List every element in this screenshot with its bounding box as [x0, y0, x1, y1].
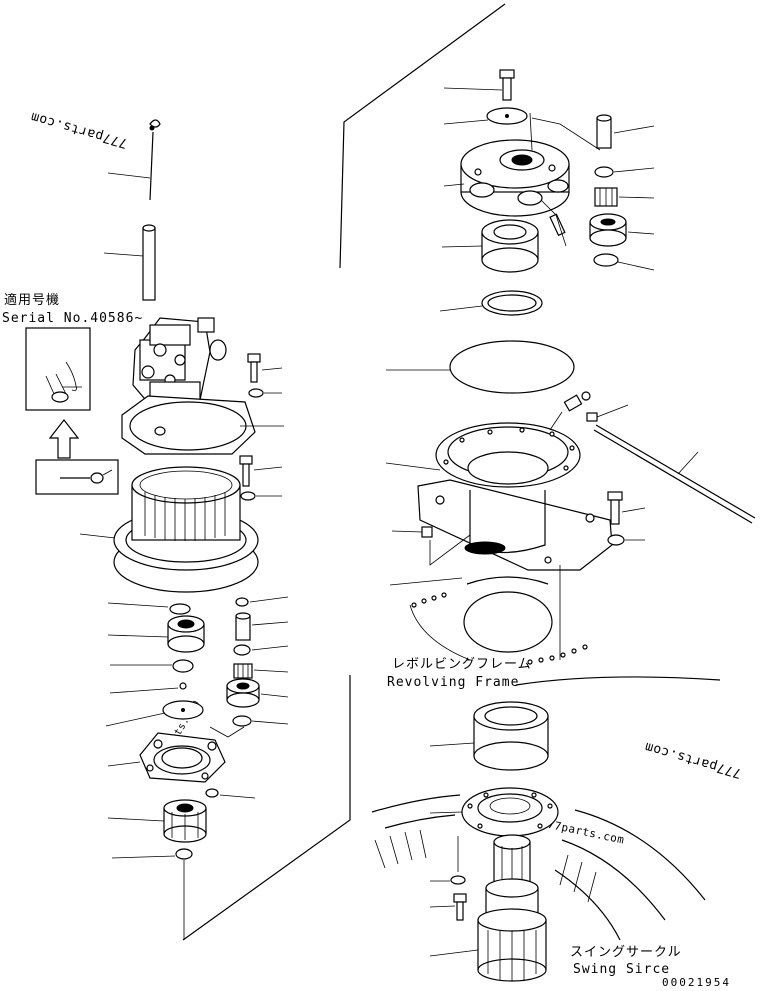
- ring-gear-housing-icon: [113, 466, 259, 593]
- planet-bearing-icon: [167, 615, 205, 653]
- sun-gear-icon: [163, 799, 207, 843]
- motor-washer-icon: [248, 388, 264, 398]
- carrier-needle-icon: [594, 187, 618, 207]
- inset-bolt-icon: [45, 373, 69, 403]
- swing-case-icon: [417, 422, 613, 571]
- cover-plate-icon: [486, 107, 528, 125]
- needle-bearing-icon: [233, 663, 253, 679]
- watermark-right: 777parts.com: [643, 739, 743, 781]
- cap-bolt-icon: [499, 69, 515, 101]
- lower-o-ring-icon: [463, 576, 553, 653]
- serial-label-jp: 適用号機: [4, 292, 60, 308]
- housing-washer-icon: [240, 491, 256, 501]
- carrier-gear-icon: [589, 213, 627, 247]
- thrust-plate-icon: [162, 700, 204, 720]
- drawing-number: 00021954: [662, 976, 731, 989]
- upper-carrier-icon: [460, 139, 570, 217]
- case-washer-icon: [607, 534, 625, 546]
- oil-seal-icon: [481, 290, 543, 316]
- pin-dot-icon: [179, 682, 187, 690]
- carrier-bracket-lines: [529, 112, 601, 151]
- thrust-washer-icon: [169, 603, 191, 615]
- snap-ring-icon: [235, 597, 249, 607]
- revolving-frame-label-jp: レボルビングフレーム: [392, 657, 532, 672]
- revolving-frame-label-en: Revolving Frame: [387, 675, 519, 690]
- bottom-carrier-washer-icon: [593, 253, 619, 267]
- pinion-bolt-icon: [453, 893, 467, 921]
- bottom-washer-icon: [175, 848, 193, 860]
- main-bearing-icon: [481, 219, 539, 273]
- drain-pipe-icon: [593, 424, 756, 524]
- o-ring-icon: [449, 340, 575, 394]
- level-gauge-icon: [149, 119, 161, 201]
- swing-circle-label-jp: スイングサークル: [570, 945, 682, 960]
- gear-washer-icon: [232, 715, 252, 727]
- up-arrow-icon: [48, 419, 80, 459]
- roll-pin-icon: [549, 213, 566, 237]
- lower-bearing-icon: [473, 701, 549, 771]
- pinion-shaft-icon: [477, 834, 547, 982]
- grease-fitting-icon: [563, 391, 591, 412]
- guide-pipe-icon: [142, 224, 156, 301]
- small-bolt-icon: [90, 469, 113, 484]
- planet-gear-icon: [226, 678, 260, 708]
- carrier-bracket: [209, 726, 245, 738]
- swing-circle-label-en: Swing Sirce: [573, 962, 670, 977]
- swing-circle-arcs: [371, 794, 706, 941]
- watermark-top-left: 777parts.com: [29, 109, 129, 151]
- dowel-pin-icon: [596, 114, 612, 149]
- cover-flange-icon: [461, 787, 559, 837]
- elbow-fitting-icon: [586, 412, 598, 422]
- revolving-frame-holes: [409, 592, 588, 665]
- pinion-washer-icon: [450, 875, 466, 885]
- serial-note: 適用号機 Serial No.40586~: [2, 292, 143, 495]
- motor-bolt-icon: [247, 353, 261, 383]
- carrier-washer-icon: [205, 788, 219, 798]
- small-washer-icon: [233, 644, 251, 656]
- serial-source-box: [35, 459, 119, 495]
- housing-bolt-icon: [239, 455, 253, 487]
- serial-inset-box: [25, 327, 91, 411]
- case-bolt-icon: [607, 491, 623, 525]
- spacer-icon: [172, 659, 194, 673]
- assembly-bracket-lines: [182, 3, 506, 941]
- planet-shaft-icon: [235, 612, 251, 641]
- carrier-washer-small-icon: [594, 166, 614, 178]
- swing-motor-icon: [121, 317, 256, 455]
- planet-carrier-icon: [139, 732, 226, 783]
- case-left-fitting-icon: [421, 526, 433, 538]
- serial-label-en: Serial No.40586~: [2, 311, 143, 326]
